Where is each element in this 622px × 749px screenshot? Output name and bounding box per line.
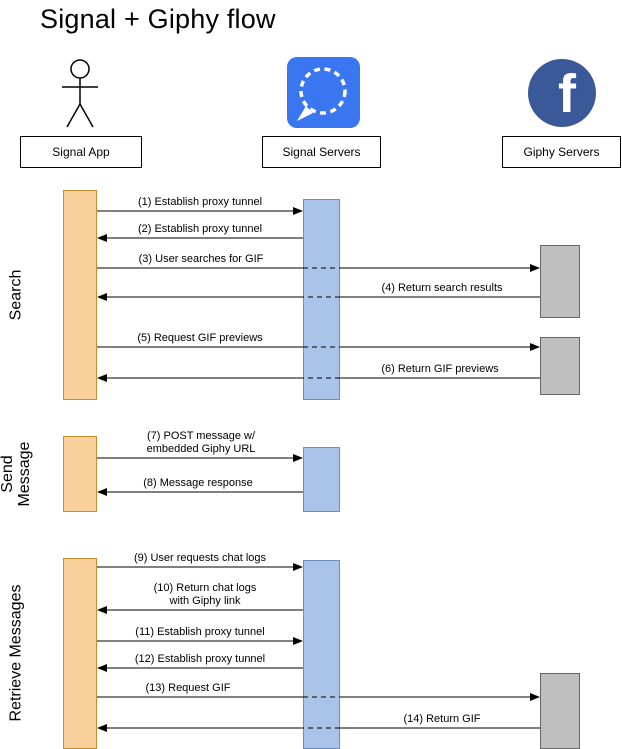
message-arrow-12: [97, 664, 303, 672]
message-arrow-11: [97, 637, 303, 645]
person-icon: [62, 59, 98, 128]
message-arrow-7: [97, 454, 303, 462]
facebook-logo-icon: f: [528, 59, 596, 127]
diagram-title: Signal + Giphy flow: [40, 4, 276, 34]
signal-logo-icon: [287, 57, 360, 128]
actor-label-signal-app: Signal App: [20, 136, 142, 168]
message-label-7: (7) POST message w/ embedded Giphy URL: [146, 430, 256, 455]
message-label-5: (5) Request GIF previews: [137, 332, 263, 344]
message-label-1: (1) Establish proxy tunnel: [137, 196, 263, 208]
activation-bar-signal-app: [63, 190, 97, 400]
message-arrow-3: [97, 264, 540, 272]
message-label-14: (14) Return GIF: [403, 713, 481, 725]
message-label-4: (4) Return search results: [381, 282, 503, 294]
activation-bar-signal-servers: [303, 199, 340, 400]
message-arrow-5: [97, 343, 540, 351]
message-label-8: (8) Message response: [143, 477, 253, 489]
message-label-13: (13) Request GIF: [145, 682, 231, 694]
message-arrow-6: [97, 374, 540, 382]
message-label-3: (3) User searches for GIF: [138, 253, 264, 265]
activation-bar-signal-app: [63, 436, 97, 512]
actor-label-signal-servers: Signal Servers: [262, 136, 381, 168]
message-label-11: (11) Establish proxy tunnel: [135, 626, 265, 638]
activation-bar-signal-servers: [303, 560, 340, 749]
message-arrow-10: [97, 606, 303, 614]
message-label-9: (9) User requests chat logs: [133, 552, 267, 564]
message-arrow-2: [97, 234, 303, 242]
message-arrow-13: [97, 693, 540, 701]
message-arrow-1: [97, 207, 303, 215]
message-arrow-4: [97, 293, 540, 301]
message-label-12: (12) Establish proxy tunnel: [134, 653, 266, 665]
message-arrow-8: [97, 488, 303, 496]
activation-bar-signal-app: [63, 558, 97, 749]
message-arrow-14: [97, 724, 540, 732]
message-arrow-9: [97, 563, 303, 571]
activation-bar-signal-servers: [303, 447, 340, 512]
facebook-f-letter: f: [558, 64, 577, 124]
activation-bar-giphy-servers: [540, 337, 580, 395]
activation-bar-giphy-servers: [540, 673, 580, 749]
message-label-2: (2) Establish proxy tunnel: [137, 223, 263, 235]
message-label-6: (6) Return GIF previews: [381, 363, 499, 375]
actor-label-giphy-servers: Giphy Servers: [502, 136, 621, 168]
activation-bar-giphy-servers: [540, 245, 580, 318]
message-label-10: (10) Return chat logs with Giphy link: [153, 582, 257, 607]
